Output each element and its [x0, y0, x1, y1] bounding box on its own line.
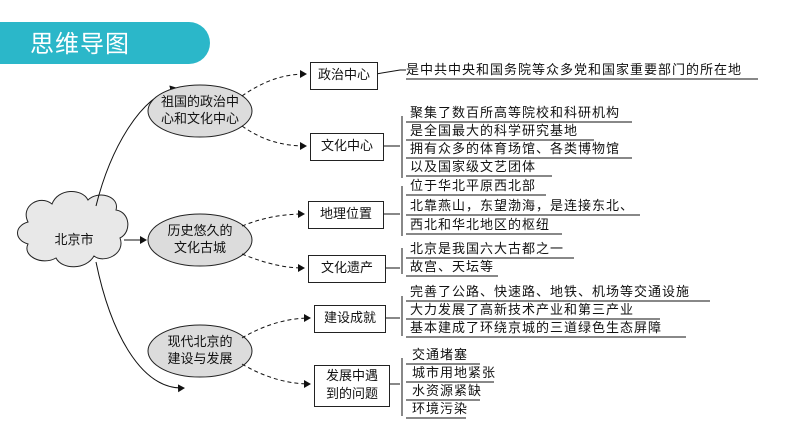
- branch2-label: 历史悠久的 文化古城: [152, 223, 248, 257]
- leaf-item: 聚集了数百所高等院校和科研机构: [410, 106, 621, 121]
- achievements-label: 建设成就: [323, 311, 376, 326]
- leaf-item: 大力发展了高新技术产业和第三产业: [410, 303, 635, 318]
- politics-center-box: 政治中心: [310, 62, 378, 90]
- page-title: 思维导图: [30, 30, 130, 58]
- branch3-to-problem-connector: [241, 363, 311, 388]
- root-label: 北京市: [54, 233, 94, 248]
- branch2-label-line1: 历史悠久的: [167, 224, 233, 239]
- leaf-item: 基本建成了环绕京城的三道绿色生态屏障: [410, 321, 663, 336]
- culture-center-box: 文化中心: [310, 133, 384, 161]
- branch3-label-line2: 建设与发展: [167, 352, 233, 367]
- branch1-label-line1: 祖国的政治中: [160, 95, 239, 110]
- problem-bracket: [388, 358, 403, 416]
- branch1-label: 祖国的政治中 心和文化中心: [152, 94, 248, 128]
- leaf-item: 是全国最大的科学研究基地: [410, 124, 579, 139]
- problems-label-line2: 到的问题: [325, 387, 378, 402]
- leaf-item: 交通堵塞: [412, 348, 469, 363]
- leaf-item: 西北和华北地区的枢纽: [410, 218, 551, 233]
- heritage-label: 文化遗产: [320, 261, 373, 276]
- culture-bracket: [382, 116, 403, 178]
- leaf-item: 故宫、天坛等: [410, 260, 495, 275]
- branch2-label-line2: 文化古城: [173, 241, 226, 256]
- branch1-ellipse: [147, 84, 253, 138]
- branch3-label: 现代北京的 建设与发展: [152, 334, 248, 368]
- branch2-to-location-connector: [241, 210, 305, 227]
- title-banner: 思维导图: [0, 22, 210, 64]
- branch2-to-heritage-connector: [241, 253, 305, 272]
- leaf-item: 是中共中央和国务院等众多党和国家重要部门的所在地: [406, 63, 743, 78]
- leaf-item: 以及国家级文艺团体: [410, 160, 537, 175]
- leaf-item: 北京是我国六大古都之一: [410, 242, 565, 257]
- root-to-branch3-connector: [95, 261, 185, 393]
- leaf-item: 拥有众多的体育场馆、各类博物馆: [410, 142, 621, 157]
- branch3-ellipse: [147, 324, 253, 378]
- leaf-item: 环境污染: [412, 402, 469, 417]
- leaf-item: 水资源紧缺: [412, 384, 483, 399]
- culture-center-label: 文化中心: [320, 139, 373, 154]
- location-bracket: [382, 186, 403, 236]
- location-label: 地理位置: [319, 207, 372, 222]
- branch2-ellipse: [147, 213, 253, 267]
- leaf-item: 城市用地紧张: [412, 366, 497, 381]
- branch3-label-line1: 现代北京的: [167, 335, 233, 350]
- branch3-to-achieve-connector: [241, 314, 311, 339]
- problems-label-line1: 发展中遇: [325, 369, 378, 384]
- location-box: 地理位置: [308, 201, 384, 229]
- branch1-to-culture-connector: [241, 125, 307, 150]
- root-cloud: [17, 191, 129, 268]
- politics-center-label: 政治中心: [317, 68, 370, 83]
- heritage-bracket: [384, 248, 403, 274]
- heritage-box: 文化遗产: [308, 255, 386, 283]
- politics-leaf-link: [375, 69, 406, 75]
- achieve-bracket: [384, 296, 403, 336]
- leaf-item: 位于华北平原西北部: [410, 179, 537, 194]
- leaf-item: 北靠燕山，东望渤海，是连接东北、: [410, 199, 635, 214]
- leaf-item: 完善了公路、快速路、地铁、机场等交通设施: [410, 285, 691, 300]
- achievements-box: 建设成就: [314, 305, 386, 333]
- branch1-to-politics-connector: [241, 70, 307, 97]
- problems-box: 发展中遇 到的问题: [314, 365, 390, 407]
- branch1-label-line2: 心和文化中心: [160, 112, 239, 127]
